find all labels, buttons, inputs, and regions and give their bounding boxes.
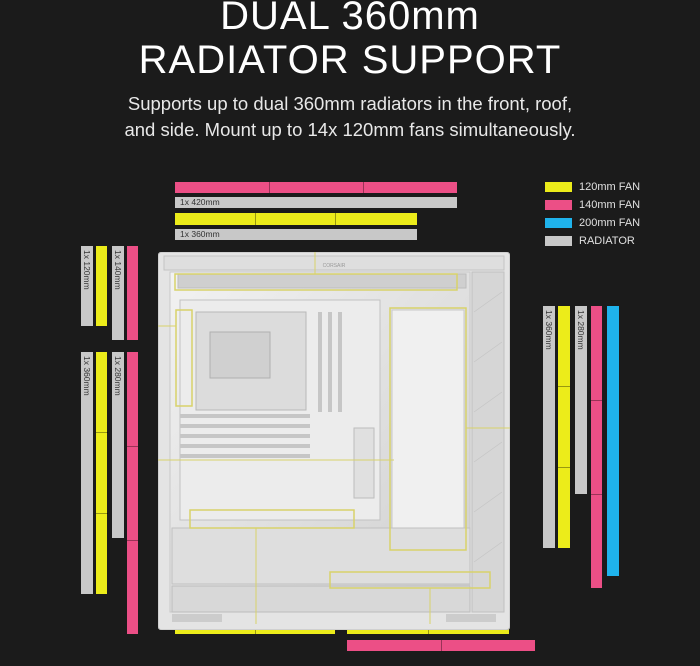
left-140mm-fan-stack-bar (127, 352, 138, 634)
legend-label: 140mm FAN (579, 199, 641, 211)
legend-item-120mm-fan: 120mm FAN (545, 178, 640, 196)
radiator-label: 1x 280mm (576, 310, 586, 350)
right-140mm-fan-bar (591, 306, 602, 588)
top-140mm-fan-bar (175, 182, 457, 193)
right-360mm-fan-bar (558, 306, 570, 548)
radiator-label: 1x 120mm (82, 250, 92, 290)
radiator-label: 1x 360mm (544, 310, 554, 350)
legend-swatch-yellow (545, 182, 572, 192)
brand-text: CORSAIR (323, 263, 346, 269)
subtitle-line-2: and side. Mount up to 14x 120mm fans sim… (124, 119, 576, 140)
right-200mm-fan-bar (607, 306, 619, 576)
radiator-label: 1x 360mm (82, 356, 92, 396)
right-280mm-radiator-bar: 1x 280mm (575, 306, 587, 494)
top-360mm-radiator-bar: 1x 360mm (175, 229, 417, 240)
legend-item-200mm-fan: 200mm FAN (545, 214, 640, 232)
legend-label: 120mm FAN (579, 181, 641, 193)
left-360mm-radiator-bar: 1x 360mm (81, 352, 93, 594)
radiator-label: 1x 140mm (113, 250, 123, 290)
left-120mm-fan-bar (96, 246, 107, 326)
left-140mm-radiator-bar: 1x 140mm (112, 246, 124, 340)
legend-swatch-pink (545, 200, 572, 210)
radiator-label: 1x 420mm (180, 197, 220, 207)
left-360mm-fan-bar (96, 352, 108, 594)
pc-case-illustration: CORSAIR (158, 252, 510, 630)
top-420mm-radiator-bar: 1x 420mm (175, 197, 457, 208)
legend-item-140mm-fan: 140mm FAN (545, 196, 640, 214)
left-140mm-fan-bar (127, 246, 138, 340)
legend-label: RADIATOR (579, 235, 635, 247)
radiator-label: 1x 280mm (113, 356, 123, 396)
legend-item-radiator: RADIATOR (545, 232, 640, 250)
legend-swatch-cyan (545, 218, 572, 228)
subtitle-line-1: Supports up to dual 360mm radiators in t… (127, 93, 573, 114)
right-360mm-radiator-bar: 1x 360mm (543, 306, 555, 548)
title-line-2: RADIATOR SUPPORT (138, 38, 562, 82)
left-280mm-radiator-bar: 1x 280mm (112, 352, 124, 538)
legend-swatch-gray (545, 236, 572, 246)
bottom-140mm-fan-bar (347, 640, 535, 651)
radiator-label: 1x 360mm (180, 229, 220, 239)
title-line-1: DUAL 360mm (220, 0, 480, 38)
legend: 120mm FAN 140mm FAN 200mm FAN RADIATOR (545, 178, 640, 250)
top-120mm-fan-bar (175, 213, 417, 225)
legend-label: 200mm FAN (579, 217, 641, 229)
left-120mm-radiator-bar: 1x 120mm (81, 246, 93, 326)
